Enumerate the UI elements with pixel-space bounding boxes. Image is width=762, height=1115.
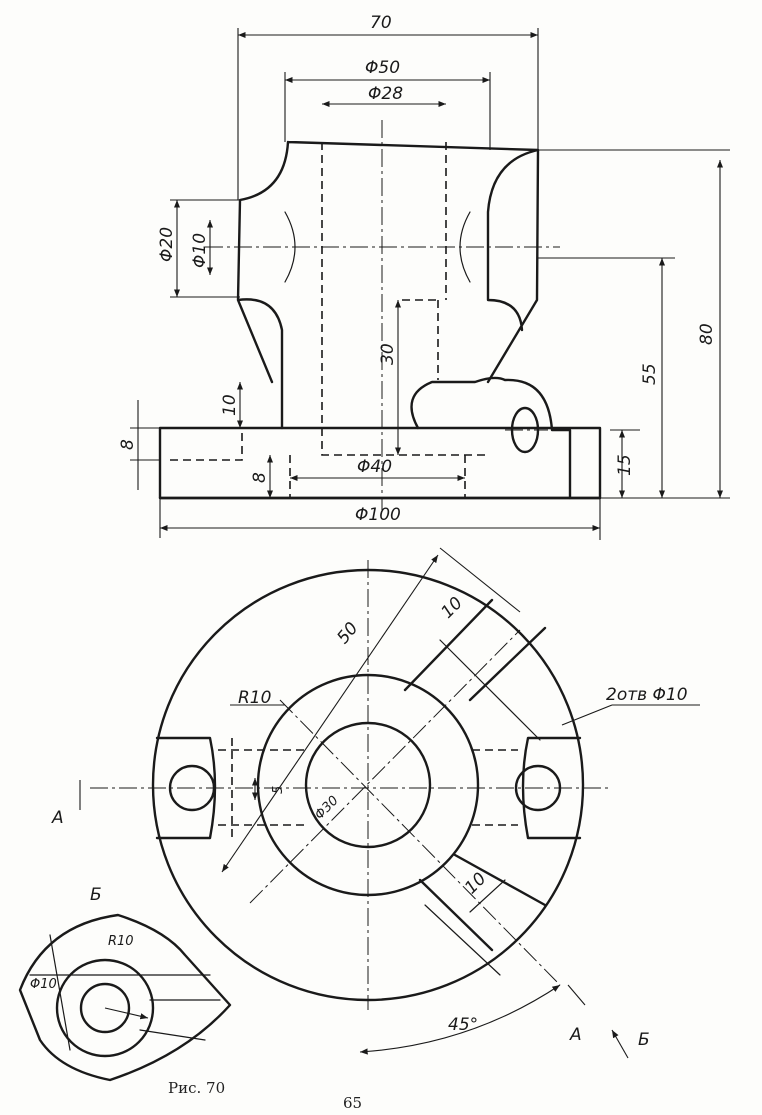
dim-8-inner: 8 — [250, 472, 270, 483]
dim-50-top: 50 — [333, 619, 362, 648]
detail-r10: R10 — [108, 934, 134, 949]
page-number: 65 — [343, 1094, 362, 1112]
dim-80: 80 — [697, 323, 717, 345]
dim-55: 55 — [640, 363, 660, 385]
detail-view-b: Б R10 Φ10 — [18, 885, 232, 1082]
dim-10-front: 10 — [220, 394, 240, 416]
dim-holes: 2отв Φ10 — [606, 685, 688, 705]
dim-8-left: 8 — [118, 439, 138, 450]
detail-hole — [79, 982, 131, 1034]
detail-boss — [55, 958, 155, 1058]
front-hidden-bore — [170, 142, 488, 498]
top-arm — [403, 598, 547, 952]
dim-5: 5 — [271, 786, 286, 794]
dim-r10-top: R10 — [238, 688, 271, 708]
figure-caption: Рис. 70 — [168, 1079, 225, 1097]
detail-title: Б — [90, 885, 102, 905]
section-mark-a-left: A — [51, 808, 64, 828]
front-view: 70 Φ50 Φ28 Φ20 Φ10 80 55 30 10 8 8 Φ40 1… — [118, 13, 730, 540]
dim-15: 15 — [615, 454, 635, 476]
detail-outline — [18, 913, 232, 1082]
dim-30: 30 — [378, 343, 398, 365]
dim-d10: Φ10 — [190, 233, 210, 268]
dim-d20: Φ20 — [157, 227, 177, 262]
section-mark-a-right: A — [569, 1025, 582, 1045]
section-mark-b: Б — [638, 1030, 650, 1050]
dim-45deg: 45° — [448, 1015, 478, 1035]
dim-d100: Φ100 — [355, 505, 401, 525]
top-view: 50 R10 2отв Φ10 10 10 5 Φ30 45° A A Б — [51, 547, 700, 1059]
detail-d10: Φ10 — [30, 977, 57, 992]
dim-70: 70 — [370, 13, 392, 33]
dim-10-arm-top: 10 — [437, 593, 466, 622]
front-body-outline — [236, 140, 540, 430]
dim-d40: Φ40 — [357, 457, 392, 477]
dim-d28: Φ28 — [368, 84, 403, 104]
top-right-lug — [521, 736, 582, 840]
dim-d50: Φ50 — [365, 58, 400, 78]
front-lug — [410, 376, 572, 500]
